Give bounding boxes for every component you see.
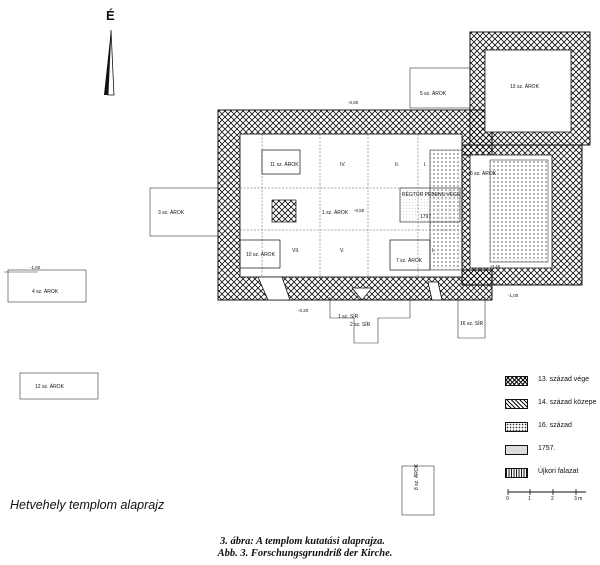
scale-bar: 0 1 2 3 m (506, 489, 586, 502)
label-t5: 5 sz. ÁROK (420, 90, 447, 97)
swatch-diagonal (505, 399, 528, 409)
scale-tick-3: 3 m (574, 496, 582, 502)
section-grid (240, 134, 462, 277)
section-V: V. (340, 248, 344, 254)
label-t16-grave: 16 sz. SÍR (460, 320, 483, 327)
trench-outlines (4, 67, 486, 516)
nave (217, 109, 493, 301)
plan-title: Hetvehely templom alaprajz (10, 498, 165, 512)
level-5: -0,40 (490, 264, 501, 269)
label-t7: 7 sz. ÁROK (396, 257, 423, 264)
legend-label: 1757. (538, 445, 556, 452)
legend-item: Újkori falazat (505, 466, 600, 489)
section-I-south: I. (432, 248, 435, 254)
label-t13: 13 sz. ÁROK (510, 83, 540, 90)
level-6: -1,60 (30, 265, 41, 270)
level-2: -0,50 (354, 208, 365, 213)
scale-tick-2: 2 (551, 496, 554, 502)
inscription-line-1: RÉGTOR PÉBENS VÉGE (402, 191, 461, 198)
level-4: -1,00 (508, 293, 519, 298)
label-t11: 11 sz. ÁROK (270, 161, 299, 168)
trench-boxes-interior (239, 149, 431, 271)
label-t1: 1 sz. ÁROK (322, 209, 349, 216)
inscription-line-2: 1797 (420, 214, 431, 220)
scale-tick-0: 0 (506, 496, 509, 502)
swatch-crosshatch (505, 376, 528, 386)
section-I: I. (424, 162, 427, 168)
legend-label: Újkori falazat (538, 468, 579, 475)
level-3: -0,20 (298, 308, 309, 313)
tower (469, 31, 591, 146)
level-1: -0,60 (348, 100, 359, 105)
caption-german: Abb. 3. Forschungsgrundriß der Kirche. (217, 548, 393, 559)
section-VII: VII. (292, 248, 300, 254)
legend-label: 14. század közepe (538, 399, 597, 406)
label-t8: 8 sz. ÁROK (413, 463, 420, 490)
swatch-light (505, 445, 528, 455)
caption-hungarian: 3. ábra: A templom kutatási alaprajza. (219, 536, 385, 547)
label-t12: 12 sz. ÁROK (35, 383, 65, 390)
legend-label: 16. század (538, 422, 572, 429)
label-t4: 4 sz. ÁROK (32, 288, 59, 295)
buttresses (257, 276, 443, 301)
north-label: É (106, 8, 115, 23)
scale-tick-1: 1 (528, 496, 531, 502)
section-IV: IV. (340, 162, 346, 168)
north-arrow: É (104, 8, 115, 96)
swatch-vertical (505, 468, 528, 478)
label-t3: 3 sz. ÁROK (158, 209, 185, 216)
legend-item: 1757. (505, 443, 600, 466)
label-t1-grave: 1 sz. SÍR (338, 313, 359, 320)
legend-label: 13. század vége (538, 376, 589, 383)
label-t10: 10 sz. ÁROK (246, 251, 276, 258)
section-II: II. (395, 162, 399, 168)
chancel (461, 144, 583, 286)
legend-item: 16. század (505, 420, 600, 443)
label-t6: 6 sz. ÁROK (470, 170, 497, 177)
legend-item: 14. század közepe (505, 397, 600, 420)
legend-item: 13. század vége (505, 374, 600, 397)
swatch-stone (505, 422, 528, 432)
legend: 13. század vége 14. század közepe 16. sz… (505, 374, 600, 489)
label-t2-grave: 2 sz. SÍR (350, 321, 371, 328)
